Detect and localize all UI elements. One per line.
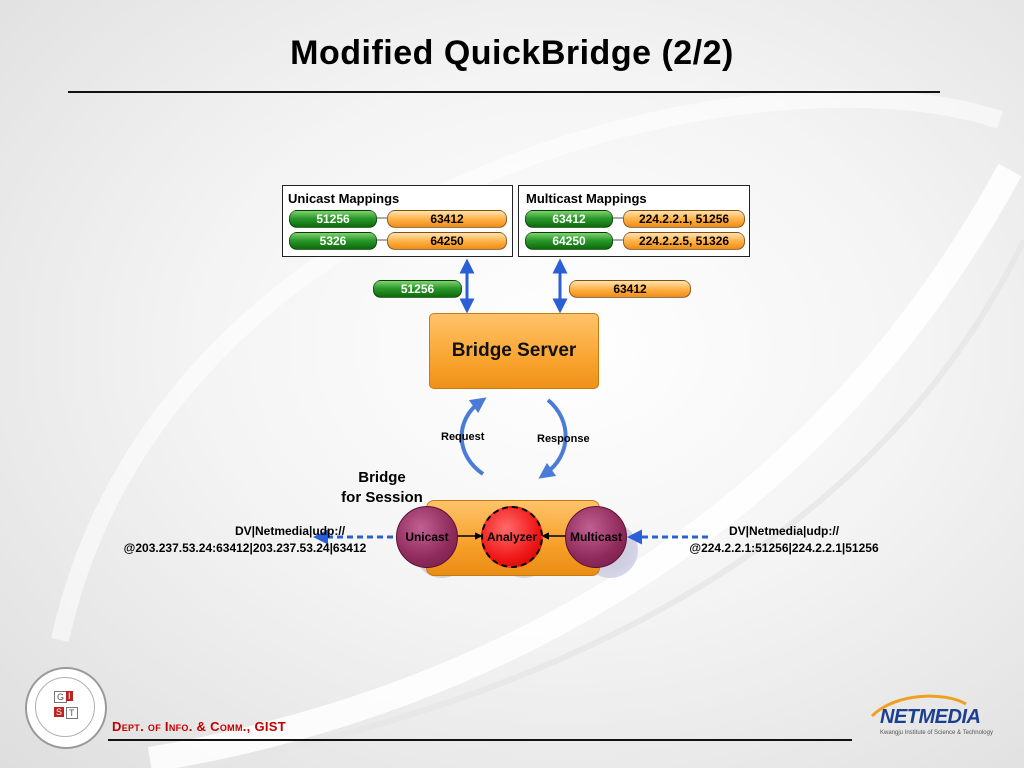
gist-letter-t: T [66,707,78,719]
response-arrow [538,398,568,479]
unicast-row-2-mapped-port: 64250 [387,232,507,250]
unicast-lookup-key: 51256 [373,280,462,298]
gist-logo-mark: G I S T [52,690,82,724]
footer-department: Dept. of Info. & Comm., GIST [112,719,287,734]
multicast-endpoint-line1: DV|Netmedia|udp:// [728,524,840,538]
session-label: Bridge for Session [330,468,434,508]
gist-letter-i: I [66,691,73,701]
netmedia-wordmark: NETMEDIA [880,706,981,728]
response-label: Response [537,433,590,445]
unicast-node: Unicast [396,506,458,568]
slide-title: Modified QuickBridge (2/2) [290,34,734,72]
unicast-endpoint-line2: @203.237.53.24:63412|203.237.53.24|63412 [123,541,367,555]
unicast-row-1-port: 51256 [289,210,377,228]
gist-logo: G I S T [25,667,107,749]
netmedia-subtitle: Kwangju Institute of Science & Technolog… [880,730,993,736]
unicast-row-connectors [375,217,387,241]
netmedia-logo: NETMEDIA Kwangju Institute of Science & … [866,690,1001,742]
multicast-node: Multicast [565,506,627,568]
multicast-lookup-key: 63412 [569,280,691,298]
netmedia-logo-arc [870,694,967,718]
analyzer-node: Analyzer [481,506,543,568]
multicast-row-1-port: 63412 [525,210,613,228]
multicast-mappings-panel: Multicast Mappings 63412 224.2.2.1, 5125… [518,185,750,257]
unicast-endpoint-line1: DV|Netmedia|udp:// [234,524,346,538]
multicast-mappings-title: Multicast Mappings [526,191,647,206]
unicast-endpoint-address: DV|Netmedia|udp:// @203.237.53.24:63412|… [90,523,400,557]
bridge-server-box: Bridge Server [429,313,599,389]
multicast-endpoint-line2: @224.2.2.1:51256|224.2.2.1|51256 [689,541,879,555]
multicast-endpoint-address: DV|Netmedia|udp:// @224.2.2.1:51256|224.… [664,523,904,557]
unicast-mappings-title: Unicast Mappings [288,191,400,206]
multicast-row-1-group: 224.2.2.1, 51256 [623,210,745,228]
unicast-row-2-port: 5326 [289,232,377,250]
multicast-row-2-group: 224.2.2.5, 51326 [623,232,745,250]
gist-letter-s: S [54,707,65,717]
multicast-row-connectors [611,217,623,241]
title-divider [68,91,940,93]
unicast-row-1-mapped-port: 63412 [387,210,507,228]
session-label-line1: Bridge [358,469,406,486]
gist-logo-inner-ring [35,677,95,737]
unicast-mappings-panel: Unicast Mappings 51256 63412 5326 64250 [282,185,513,257]
multicast-row-2-port: 64250 [525,232,613,250]
request-arrow [459,397,487,476]
request-label: Request [441,431,485,443]
footer-divider [108,739,852,741]
session-label-line2: for Session [341,489,423,506]
